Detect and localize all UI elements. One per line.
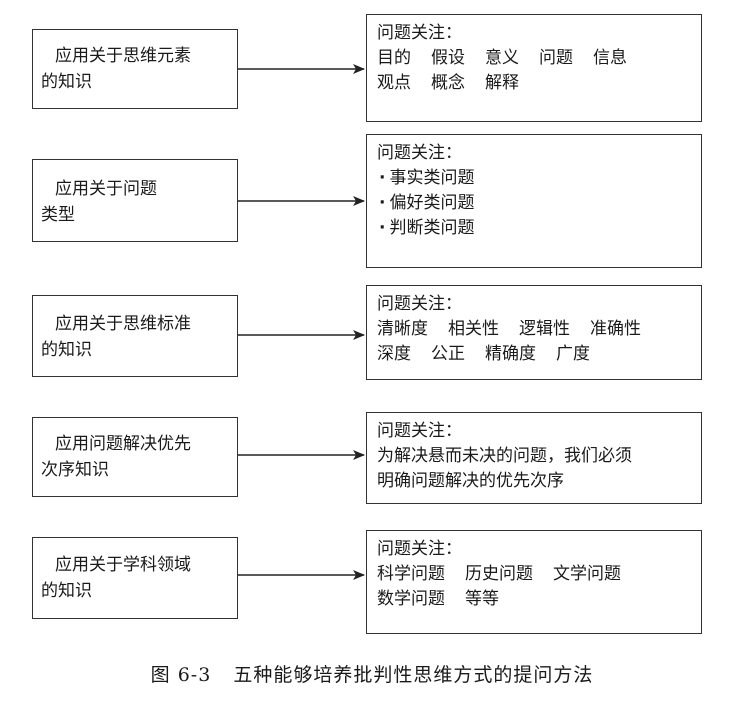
- term: 观点: [377, 73, 411, 93]
- left-box-line-2: 的知识: [41, 581, 92, 601]
- term: 逻辑性: [519, 319, 570, 339]
- left-box-line-2: 类型: [41, 205, 75, 225]
- term: 解释: [485, 73, 519, 93]
- term-row: 目的假设意义问题信息: [377, 46, 701, 71]
- focus-heading: 问题关注：: [377, 23, 462, 43]
- term: 问题: [539, 48, 573, 68]
- term: 科学问题: [377, 564, 445, 584]
- left-box-disciplines: 应用关于学科领域 的知识: [32, 537, 238, 619]
- term: 广度: [556, 344, 590, 364]
- figure-caption: 图 6-3 五种能够培养批判性思维方式的提问方法: [0, 660, 744, 687]
- term-row: 观点概念解释: [377, 71, 701, 96]
- figure-number: 图 6-3: [150, 664, 212, 686]
- left-box-problem-priority: 应用问题解决优先 次序知识: [32, 417, 238, 497]
- paragraph-line: 明确问题解决的优先次序: [377, 471, 564, 491]
- left-box-question-types: 应用关于问题 类型: [32, 159, 238, 242]
- term-row: 深度公正精确度广度: [377, 342, 701, 367]
- left-box-line-1: 应用关于思维标准: [55, 314, 191, 334]
- term: 精确度: [485, 344, 536, 364]
- left-box-thinking-elements: 应用关于思维元素 的知识: [32, 29, 238, 109]
- term: 等等: [465, 589, 499, 609]
- paragraph-line: 为解决悬而未决的问题，我们必须: [377, 446, 632, 466]
- term: 假设: [431, 48, 465, 68]
- term: 文学问题: [553, 564, 621, 584]
- term-row: 科学问题历史问题文学问题: [377, 562, 701, 587]
- right-box-problem-priority: 问题关注： 为解决悬而未决的问题，我们必须 明确问题解决的优先次序: [366, 412, 702, 504]
- term: 数学问题: [377, 589, 445, 609]
- right-box-disciplines: 问题关注： 科学问题历史问题文学问题 数学问题等等: [366, 530, 702, 634]
- right-box-thinking-standards: 问题关注： 清晰度相关性逻辑性准确性 深度公正精确度广度: [366, 285, 702, 380]
- term: 清晰度: [377, 319, 428, 339]
- left-box-line-2: 的知识: [41, 340, 92, 360]
- right-box-thinking-elements: 问题关注： 目的假设意义问题信息 观点概念解释: [366, 14, 702, 122]
- bullet-item: 事实类问题: [377, 166, 701, 191]
- left-box-line-2: 次序知识: [41, 460, 109, 480]
- term: 公正: [431, 344, 465, 364]
- focus-heading: 问题关注：: [377, 143, 462, 163]
- term: 准确性: [590, 319, 641, 339]
- term: 目的: [377, 48, 411, 68]
- term: 信息: [593, 48, 627, 68]
- left-box-line-2: 的知识: [41, 72, 92, 92]
- focus-heading: 问题关注：: [377, 421, 462, 441]
- right-box-question-types: 问题关注： 事实类问题 偏好类问题 判断类问题: [366, 134, 702, 268]
- left-box-thinking-standards: 应用关于思维标准 的知识: [32, 295, 238, 377]
- focus-heading: 问题关注：: [377, 294, 462, 314]
- term: 意义: [485, 48, 519, 68]
- bullet-item: 判断类问题: [377, 216, 701, 241]
- term: 相关性: [448, 319, 499, 339]
- term: 历史问题: [465, 564, 533, 584]
- term: 深度: [377, 344, 411, 364]
- left-box-line-1: 应用关于思维元素: [55, 46, 191, 66]
- term-row: 数学问题等等: [377, 587, 701, 612]
- term-row: 清晰度相关性逻辑性准确性: [377, 317, 701, 342]
- left-box-line-1: 应用关于问题: [55, 179, 157, 199]
- focus-heading: 问题关注：: [377, 539, 462, 559]
- figure-title: 五种能够培养批判性思维方式的提问方法: [233, 664, 594, 686]
- bullet-item: 偏好类问题: [377, 191, 701, 216]
- left-box-line-1: 应用关于学科领域: [55, 555, 191, 575]
- term: 概念: [431, 73, 465, 93]
- left-box-line-1: 应用问题解决优先: [55, 434, 191, 454]
